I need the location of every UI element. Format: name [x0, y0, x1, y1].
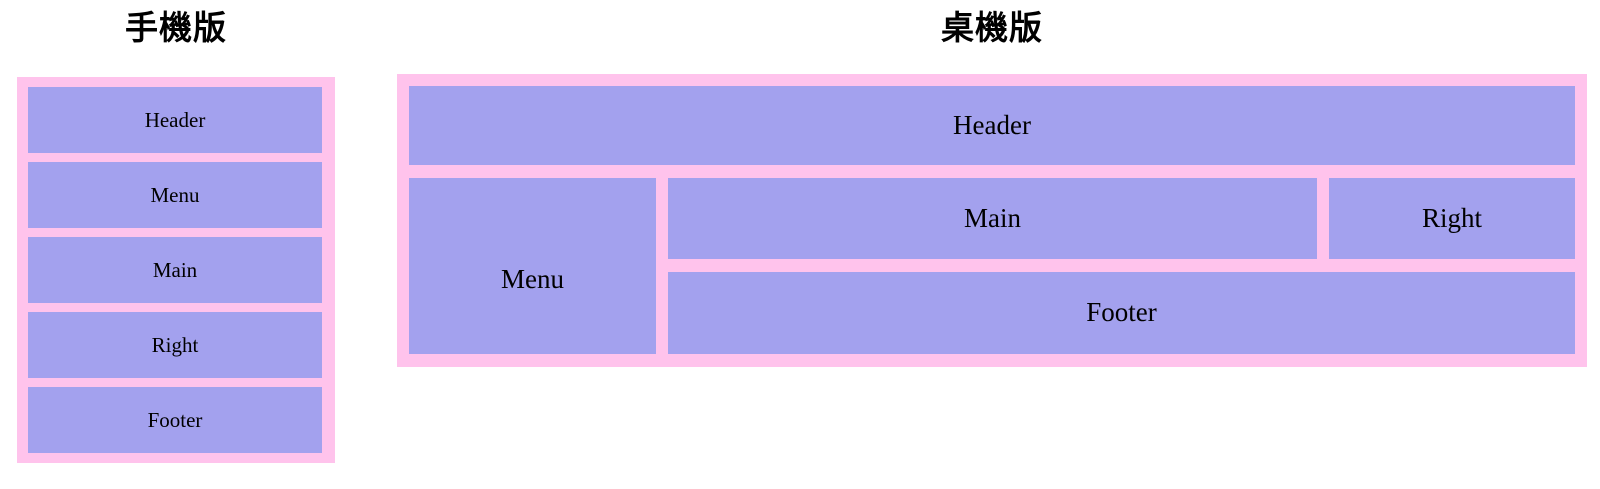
mobile-menu-box: Menu — [28, 162, 322, 228]
mobile-footer-box: Footer — [28, 387, 322, 453]
desktop-layout-title: 桌機版 — [941, 9, 1043, 46]
mobile-layout-frame: Header Menu Main Right Footer — [17, 77, 335, 463]
desktop-layout-section: 桌機版 Header Menu Main Right Footer — [397, 0, 1587, 367]
mobile-header-box: Header — [28, 87, 322, 153]
desktop-menu-box: Menu — [409, 178, 656, 354]
desktop-footer-box: Footer — [668, 272, 1575, 354]
mobile-main-box: Main — [28, 237, 322, 303]
desktop-main-box: Main — [668, 178, 1317, 259]
desktop-header-box: Header — [409, 86, 1575, 165]
mobile-right-box: Right — [28, 312, 322, 378]
desktop-right-box: Right — [1329, 178, 1575, 259]
mobile-layout-section: 手機版 Header Menu Main Right Footer — [17, 0, 335, 463]
mobile-layout-title: 手機版 — [125, 9, 227, 46]
desktop-layout-frame: Header Menu Main Right Footer — [397, 74, 1587, 367]
